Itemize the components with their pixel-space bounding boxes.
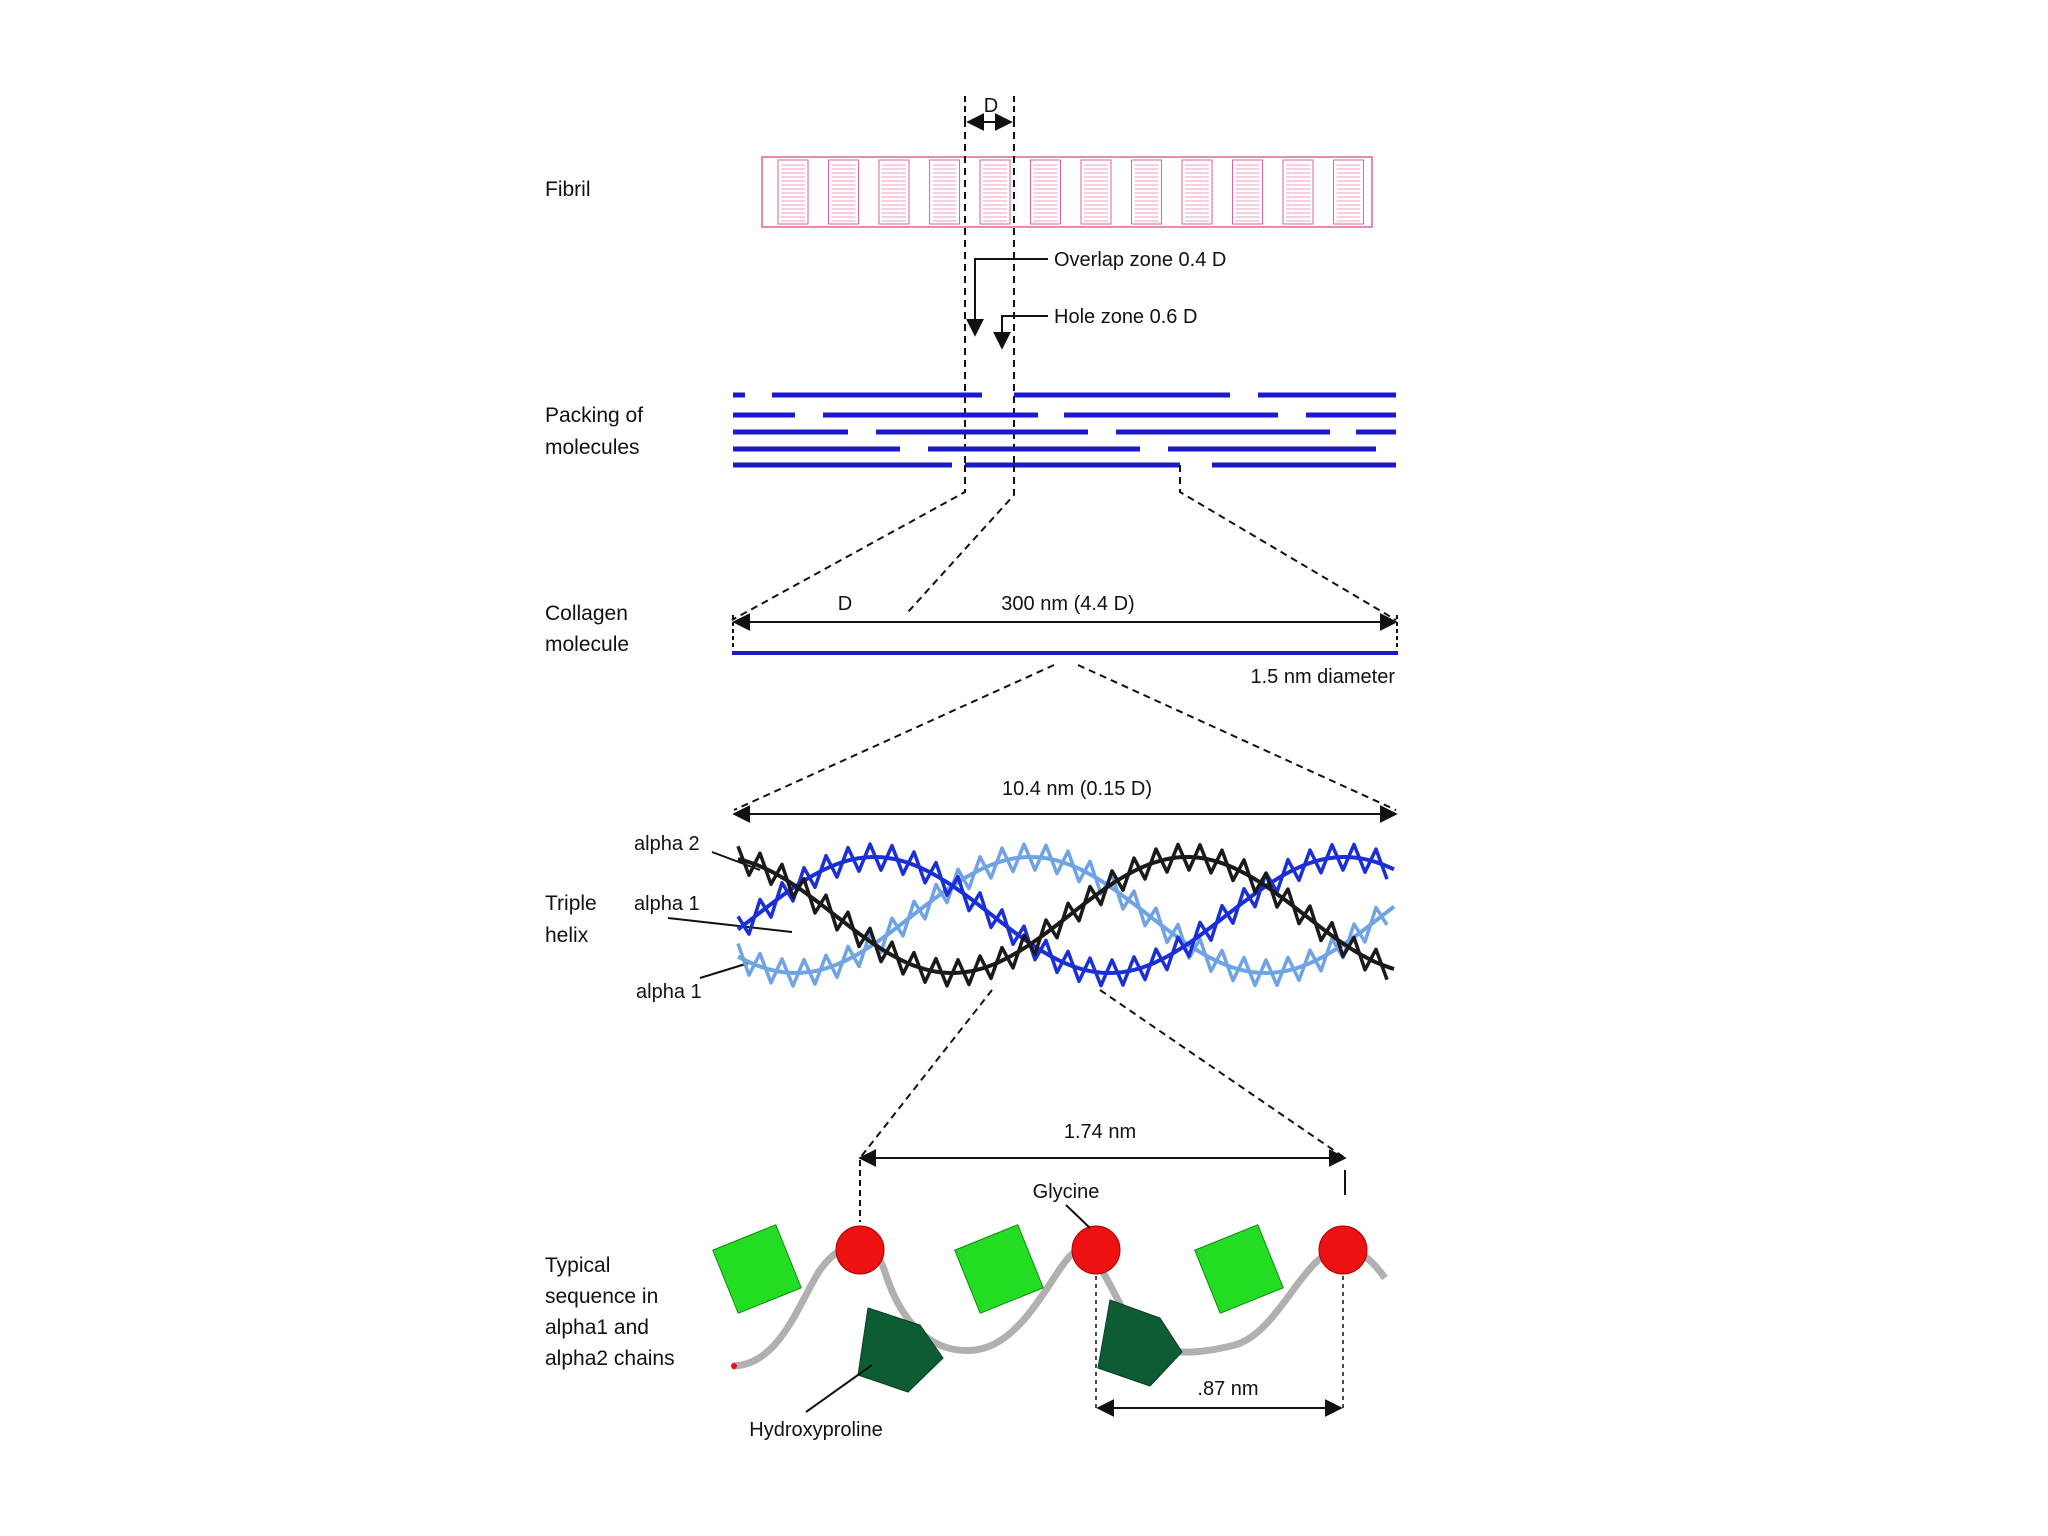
fibril-band xyxy=(1080,159,1112,225)
fibril-label: Fibril xyxy=(545,178,591,201)
fibril-band xyxy=(828,159,859,225)
alpha2-label: alpha 2 xyxy=(634,833,700,855)
collagen-molecule-section: Collagen molecule D 300 nm (4.4 D) 1.5 n… xyxy=(545,593,1398,811)
fibril-band xyxy=(1030,159,1061,225)
typical-label-line4: alpha2 chains xyxy=(545,1347,675,1370)
zones-section: Overlap zone 0.4 D Hole zone 0.6 D xyxy=(966,249,1226,350)
glycine-circle-2 xyxy=(1071,1225,1121,1275)
fibril-band xyxy=(777,159,809,225)
fibril-band xyxy=(929,159,960,225)
peptide-backbone xyxy=(731,1242,1388,1370)
proline-square-2 xyxy=(954,1224,1044,1314)
fibril-band xyxy=(979,159,1011,225)
alpha2-dark-strand xyxy=(736,842,1395,988)
fibril-band xyxy=(1282,159,1314,225)
packing-section: Packing of molecules xyxy=(545,392,1397,621)
typical-label-line3: alpha1 and xyxy=(545,1316,649,1339)
proline-square-1 xyxy=(712,1224,802,1314)
triple-helix-strands xyxy=(736,842,1396,988)
overlap-zone-label: Overlap zone 0.4 D xyxy=(1054,249,1226,271)
alpha1-light-strand xyxy=(736,842,1396,988)
collagen-label-line1: Collagen xyxy=(545,602,628,625)
typical-label-line2: sequence in xyxy=(545,1285,658,1308)
repeat-length-label: 1.74 nm xyxy=(1064,1121,1136,1143)
typical-label-line1: Typical xyxy=(545,1254,610,1277)
fibril-band xyxy=(1181,159,1213,225)
proline-square-3 xyxy=(1194,1224,1284,1314)
hydroxyproline-pentagon-1 xyxy=(857,1307,944,1393)
hole-zone-label: Hole zone 0.6 D xyxy=(1054,306,1197,328)
alpha1-top-label: alpha 1 xyxy=(634,893,700,915)
fibril-band xyxy=(1232,159,1263,225)
molecule-length-label: 300 nm (4.4 D) xyxy=(1001,593,1134,615)
fibril-band xyxy=(878,159,910,225)
fibril-band xyxy=(1333,159,1364,225)
hole-zone-pointer xyxy=(993,315,1048,350)
d-period-label: D xyxy=(984,95,998,117)
triple-label-line1: Triple xyxy=(545,892,597,915)
sequence-section: Typical sequence in alpha1 and alpha2 ch… xyxy=(545,1121,1388,1441)
molecule-diameter-label: 1.5 nm diameter xyxy=(1250,666,1395,688)
helix-pitch-label: 10.4 nm (0.15 D) xyxy=(1002,778,1152,800)
triple-helix-section: 10.4 nm (0.15 D) Triple helix alpha 2 al… xyxy=(545,778,1398,1159)
fibril-bands xyxy=(777,159,1364,225)
residue-spacing-label: .87 nm xyxy=(1197,1378,1258,1400)
packing-label-line2: molecules xyxy=(545,436,640,459)
overlap-zone-pointer xyxy=(966,258,1048,337)
alpha1-bottom-label: alpha 1 xyxy=(636,981,702,1003)
alpha1-blue-strand xyxy=(736,842,1395,988)
glycine-circle-3 xyxy=(1318,1225,1368,1275)
glycine-circle-1 xyxy=(835,1225,885,1275)
fibril-body xyxy=(761,156,1373,228)
fibril-band xyxy=(1131,159,1162,225)
glycine-label: Glycine xyxy=(1033,1181,1100,1203)
packing-label-line1: Packing of xyxy=(545,404,643,427)
collagen-label-line2: molecule xyxy=(545,633,629,656)
hydroxyproline-label: Hydroxyproline xyxy=(749,1419,882,1441)
molecule-d-label: D xyxy=(838,593,852,615)
triple-label-line2: helix xyxy=(545,924,589,947)
packing-molecule-rows xyxy=(733,392,1396,468)
hydroxyproline-pentagon-2 xyxy=(1097,1299,1183,1387)
fibril-section: Fibril D xyxy=(545,95,1373,465)
